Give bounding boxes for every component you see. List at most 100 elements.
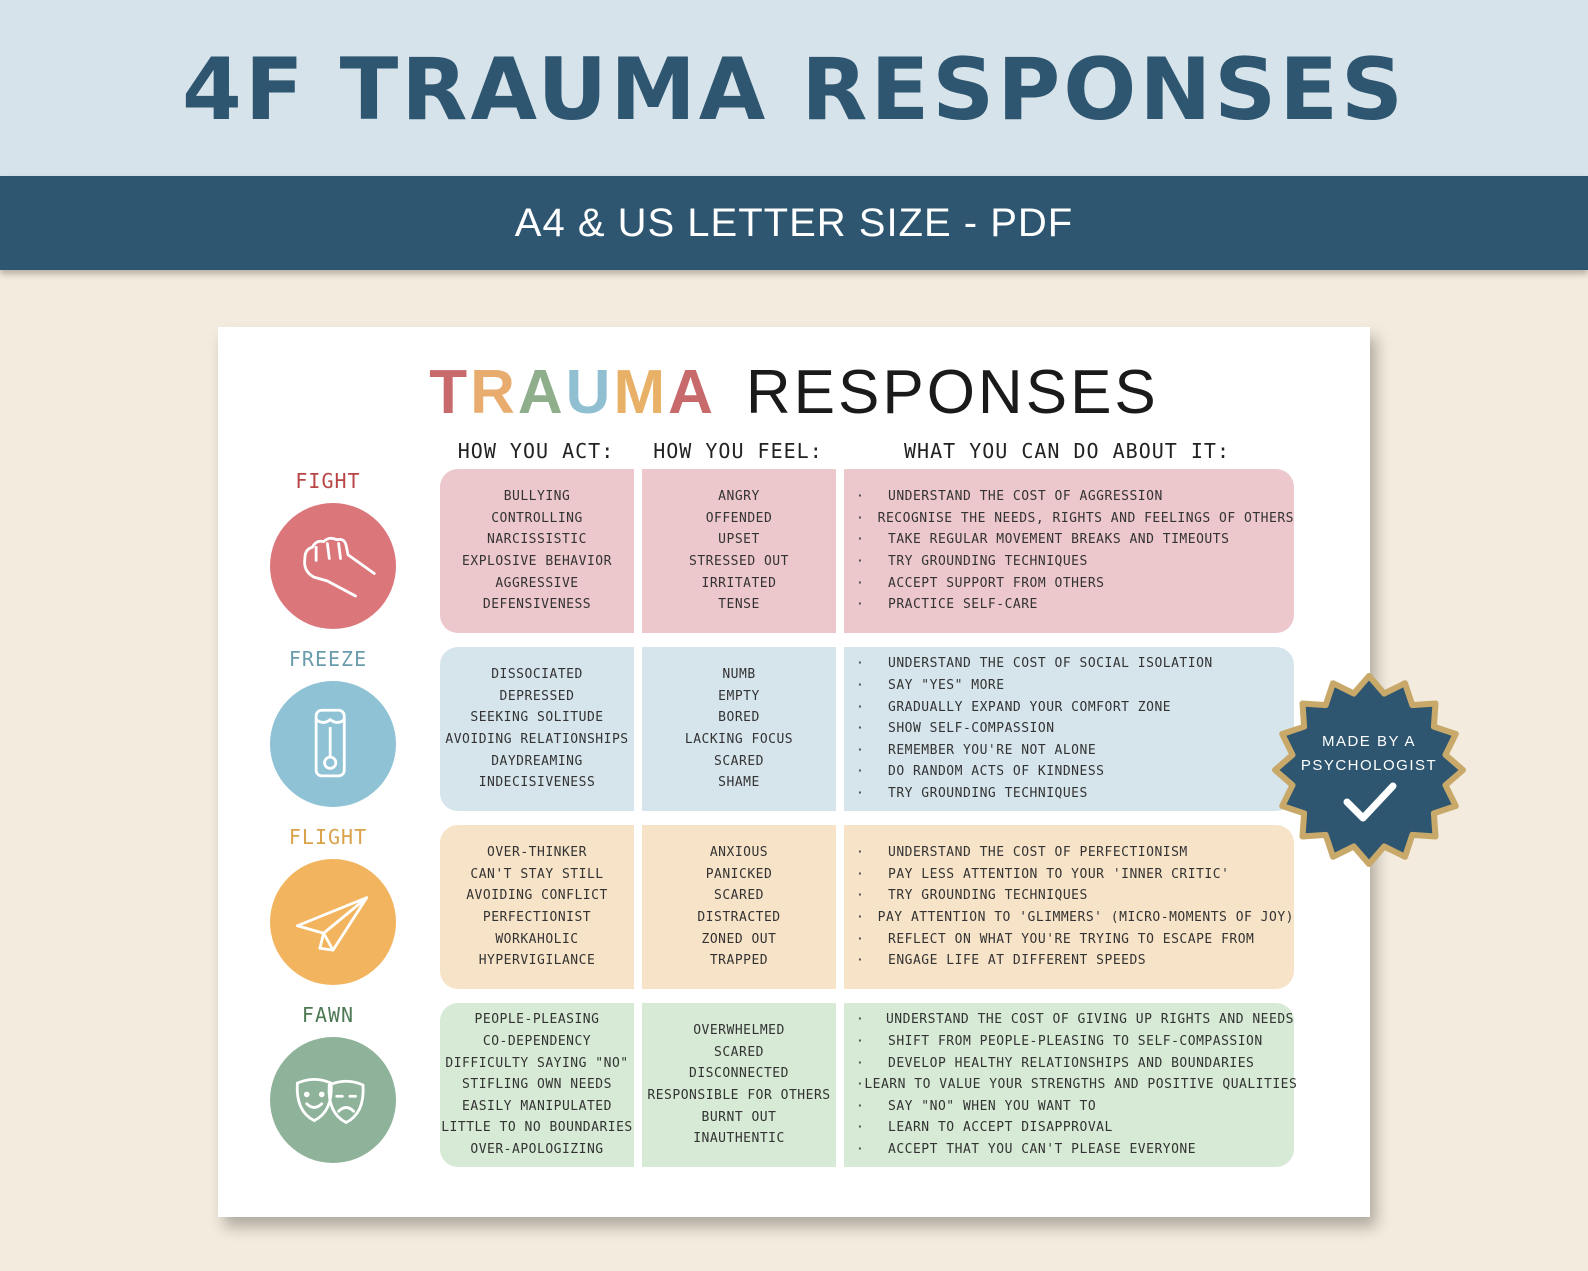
action-item: ·REMEMBER YOU'RE NOT ALONE: [856, 740, 1294, 762]
badge-line1: MADE BY A: [1321, 733, 1417, 750]
feeling-item: BORED: [718, 710, 760, 726]
feeling-item: SCARED: [714, 753, 764, 769]
feeling-item: ZONED OUT: [701, 931, 777, 947]
row-icon-circle-flight: [270, 859, 396, 985]
feeling-item: SCARED: [714, 1044, 764, 1060]
sheet-title-colored-word: TRAUMA: [429, 358, 716, 427]
feeling-item: ANXIOUS: [709, 845, 769, 861]
cell-flight-do: · UNDERSTAND THE COST OF PERFECTIONISM ·PA…: [844, 825, 1294, 989]
bullet: ·: [856, 931, 865, 947]
title-letter: U: [565, 358, 614, 427]
feeling-item: OVERWHELMED: [693, 1023, 785, 1039]
behavior-item: STIFLING OWN NEEDS: [462, 1077, 612, 1093]
sheet-title-word: RESPONSES: [745, 358, 1159, 427]
title-band: 4F TRAUMA RESPONSES: [0, 0, 1588, 176]
behavior-item: EXPLOSIVE BEHAVIOR: [462, 554, 612, 569]
feeling-item: OFFENDED: [705, 510, 773, 526]
bullet: ·: [856, 1012, 865, 1028]
action-item: ·ACCEPT SUPPORT FROM OTHERS: [856, 573, 1294, 595]
feeling-item: ANGRY: [718, 489, 760, 505]
behavior-item: PEOPLE-PLEASING: [474, 1012, 600, 1028]
action-item: ·GRADUALLY EXPAND YOUR COMFORT ZONE: [856, 697, 1294, 719]
action-item: · DO RANDOM ACTS OF KINDNESS: [856, 761, 1294, 783]
bullet: ·: [856, 1055, 865, 1071]
behavior-item: INDECISIVENESS: [478, 775, 596, 791]
feeling-item: UPSET: [718, 532, 760, 548]
feeling-item: DISTRACTED: [697, 910, 781, 925]
behavior-item: WORKAHOLIC: [495, 931, 579, 947]
action-text: SHOW SELF-COMPASSION: [888, 721, 1055, 737]
cell-fawn-do: · UNDERSTAND THE COST OF GIVING UP RIGHTS…: [844, 1003, 1298, 1167]
action-text: UNDERSTAND THE COST OF GIVING UP RIGHTS …: [885, 1012, 1294, 1028]
behavior-item: HYPERVIGILANCE: [478, 953, 596, 969]
feeling-item: STRESSED OUT: [689, 554, 789, 569]
row-icon-circle-fight: [270, 503, 396, 629]
column-header-feel: HOW YOU FEEL:: [653, 439, 823, 463]
feeling-item: BURNT OUT: [701, 1109, 777, 1125]
title-letter: R: [470, 358, 518, 427]
feeling-item: RESPONSIBLE FOR OTHERS: [647, 1088, 831, 1103]
action-item: · UNDERSTAND THE COST OF GIVING UP RIGHTS…: [856, 1009, 1294, 1031]
action-text: REMEMBER YOU'RE NOT ALONE: [888, 742, 1097, 758]
title-letter: M: [613, 358, 669, 427]
action-item: ·PRACTICE SELF-CARE: [856, 594, 1294, 616]
behavior-item: DEPRESSED: [499, 688, 575, 704]
row-icon-circle-fawn: [270, 1037, 396, 1163]
action-text: UNDERSTAND THE COST OF PERFECTIONISM: [888, 845, 1188, 861]
bullet: ·: [856, 1034, 865, 1050]
action-text: UNDERSTAND THE COST OF SOCIAL ISOLATION: [888, 656, 1213, 672]
column-header-act: HOW YOU ACT:: [457, 439, 615, 463]
action-text: ACCEPT SUPPORT FROM OTHERS: [888, 575, 1105, 591]
theater-masks-icon: [295, 1077, 365, 1125]
behavior-item: AVOIDING CONFLICT: [466, 888, 608, 904]
behavior-item: OVER-THINKER: [487, 845, 587, 861]
bullet: ·: [856, 764, 865, 780]
action-item: ·SAY "YES" MORE: [856, 675, 1294, 697]
action-text: TAKE REGULAR MOVEMENT BREAKS AND TIMEOUT…: [888, 532, 1230, 548]
title-letter: T: [429, 358, 471, 427]
action-text: SAY "NO" WHEN YOU WANT TO: [888, 1098, 1097, 1114]
action-item: ·LEARN TO VALUE YOUR STRENGTHS AND POSIT…: [856, 1074, 1298, 1096]
behavior-item: CO-DEPENDENCY: [482, 1034, 592, 1050]
feeling-item: LACKING FOCUS: [684, 732, 794, 747]
behavior-item: BULLYING: [503, 489, 571, 505]
feeling-item: DISCONNECTED: [689, 1066, 789, 1082]
behavior-item: AVOIDING RELATIONSHIPS: [445, 732, 629, 747]
action-item: · RECOGNISE THE NEEDS, RIGHTS AND FEELING…: [856, 508, 1294, 530]
subtitle-band: A4 & US LETTER SIZE - PDF: [0, 176, 1588, 270]
bullet: ·: [856, 1077, 865, 1093]
badge-line2: PSYCHOLOGIST: [1300, 757, 1438, 774]
action-item: ·UNDERSTAND THE COST OF SOCIAL ISOLATION: [856, 653, 1294, 675]
badge-text: MADE BY A PSYCHOLOGIST: [1269, 730, 1469, 778]
action-item: ·SHOW SELF-COMPASSION: [856, 718, 1294, 740]
bullet: ·: [856, 510, 865, 526]
behavior-item: AGGRESSIVE: [495, 575, 579, 591]
action-item: ·PAY LESS ATTENTION TO YOUR 'INNER CRITI…: [856, 864, 1294, 886]
action-text: RECOGNISE THE NEEDS, RIGHTS AND FEELINGS…: [877, 510, 1294, 526]
action-text: DO RANDOM ACTS OF KINDNESS: [888, 764, 1105, 780]
action-text: SHIFT FROM PEOPLE-PLEASING TO SELF-COMPA…: [888, 1034, 1263, 1050]
action-text: LEARN TO VALUE YOUR STRENGTHS AND POSITI…: [864, 1077, 1298, 1093]
bullet: ·: [856, 1098, 865, 1114]
bullet: ·: [856, 597, 865, 613]
row-label-fawn: FAWN: [301, 1003, 355, 1027]
action-item: · SAY "NO" WHEN YOU WANT TO: [856, 1096, 1294, 1118]
feeling-item: EMPTY: [718, 688, 760, 704]
thermometer-icon: [314, 708, 346, 778]
behavior-item: DEFENSIVENESS: [482, 597, 592, 613]
feeling-item: PANICKED: [705, 866, 773, 882]
bullet: ·: [856, 910, 865, 925]
row-label-fight: FIGHT: [295, 469, 361, 493]
title-letter: A: [668, 358, 716, 427]
action-item: ·TRY GROUNDING TECHNIQUES: [856, 885, 1294, 907]
behavior-item: NARCISSISTIC: [487, 532, 587, 548]
action-item: ·UNDERSTAND THE COST OF AGGRESSION: [856, 486, 1294, 508]
bullet: ·: [856, 699, 865, 715]
